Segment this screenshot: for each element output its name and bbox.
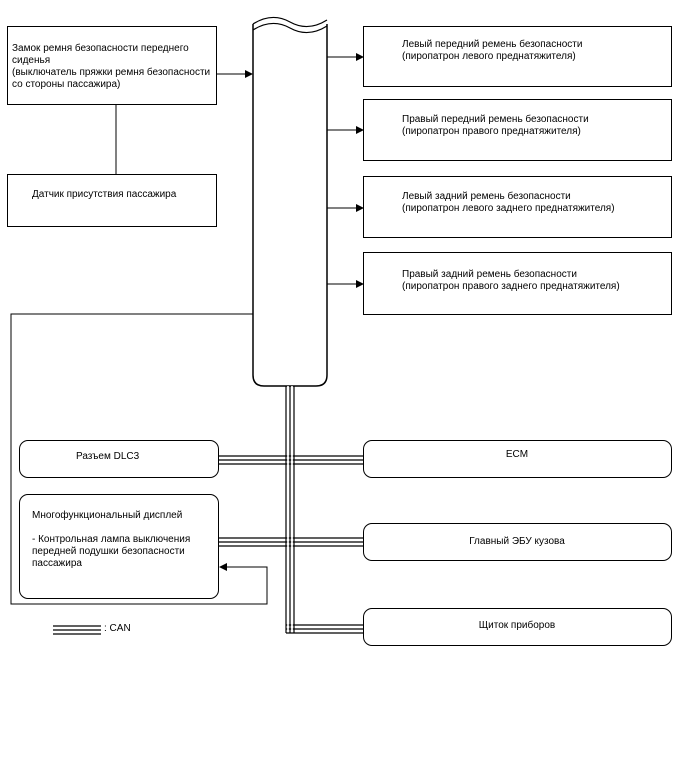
instrument-panel-label: Щиток приборов <box>478 620 556 631</box>
left-rear-belt-box: Левый задний ремень безопасности (пиропа… <box>363 176 672 238</box>
right-front-belt-label: Правый передний ремень безопасности (пир… <box>402 114 589 137</box>
seatbelt-buckle-box: Замок ремня безопасности переднего сиден… <box>7 26 217 105</box>
multi-display-box: Многофункциональный дисплей - Контрольна… <box>19 494 219 599</box>
main-body-ecu-box: Главный ЭБУ кузова <box>363 523 672 561</box>
right-rear-belt-label: Правый задний ремень безопасности (пироп… <box>402 269 620 292</box>
dlc3-label: Разъем DLC3 <box>76 451 140 462</box>
can-legend-symbol <box>53 625 101 635</box>
right-rear-belt-box: Правый задний ремень безопасности (пироп… <box>363 252 672 315</box>
ecm-label: ECM <box>505 449 529 460</box>
left-front-belt-label: Левый передний ремень безопасности (пиро… <box>402 39 583 62</box>
can-bus <box>218 386 363 634</box>
seatbelt-buckle-label: Замок ремня безопасности переднего сиден… <box>12 43 211 90</box>
central-module-break <box>252 16 328 28</box>
multi-display-label: Многофункциональный дисплей - Контрольна… <box>32 510 191 569</box>
instrument-panel-box: Щиток приборов <box>363 608 672 646</box>
dlc3-box: Разъем DLC3 <box>19 440 219 478</box>
ecm-box: ECM <box>363 440 672 478</box>
left-front-belt-box: Левый передний ремень безопасности (пиро… <box>363 26 672 87</box>
right-front-belt-box: Правый передний ремень безопасности (пир… <box>363 99 672 161</box>
can-legend-label: : CAN <box>104 623 131 634</box>
left-rear-belt-label: Левый задний ремень безопасности (пиропа… <box>402 191 615 214</box>
module-to-display-wire <box>10 313 268 605</box>
occupant-sensor-box: Датчик присутствия пассажира <box>7 174 217 227</box>
occupant-sensor-label: Датчик присутствия пассажира <box>32 189 177 200</box>
main-body-ecu-label: Главный ЭБУ кузова <box>469 536 565 547</box>
central-module-outline <box>252 24 328 387</box>
